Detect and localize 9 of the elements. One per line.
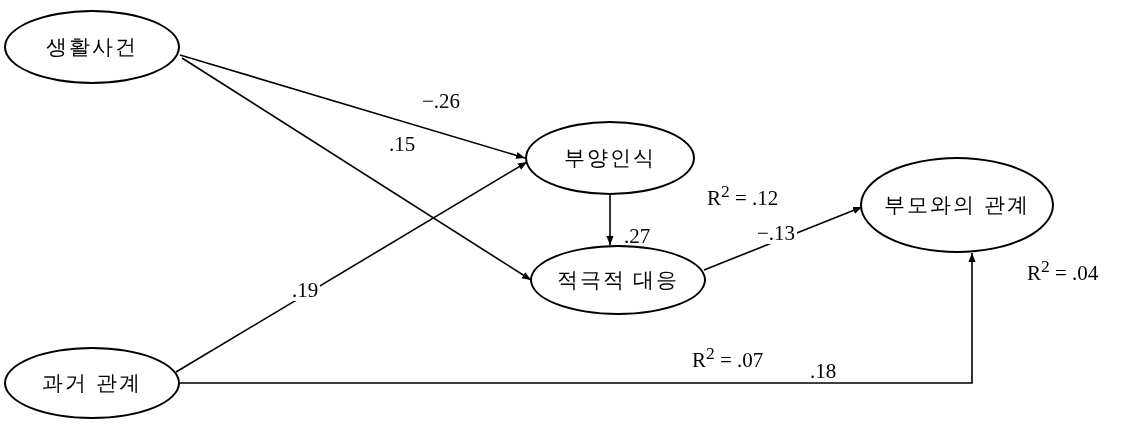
variable-ellipse: 부양인식 xyxy=(525,121,695,195)
variable-ellipse: 적극적 대응 xyxy=(530,245,706,315)
variable-ellipse: 과거 관계 xyxy=(4,347,180,419)
variable-ellipse: 부모와의 관계 xyxy=(860,157,1054,253)
arrow xyxy=(181,57,532,281)
arrow xyxy=(179,252,976,384)
arrow xyxy=(606,194,614,246)
variable-ellipse: 생활사건 xyxy=(4,10,180,84)
arrow xyxy=(179,54,526,159)
